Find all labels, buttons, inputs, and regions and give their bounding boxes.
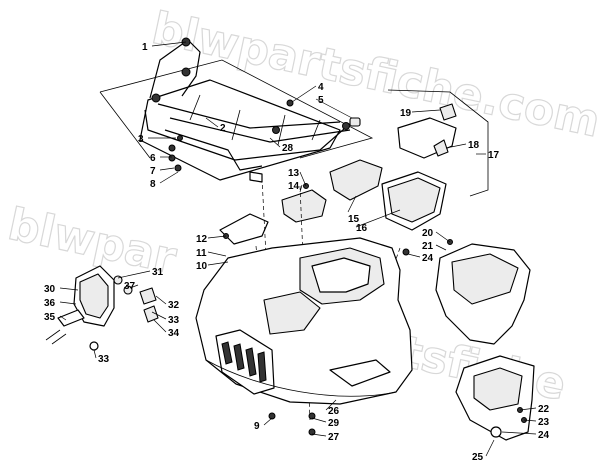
front-rack — [99, 37, 374, 183]
callout-32: 32 — [168, 300, 180, 311]
callout-28: 27 — [328, 432, 340, 443]
callout-36: 36 — [44, 298, 56, 309]
callout-14: 14 — [288, 181, 300, 192]
callout-37: 37 — [124, 281, 136, 292]
reflector-plate — [219, 213, 269, 245]
lower-right-cover — [455, 355, 535, 441]
callout-7: 7 — [150, 166, 156, 177]
callout-17: 17 — [488, 150, 500, 161]
callout-19: 19 — [400, 108, 412, 119]
callout-23: 23 — [538, 417, 550, 428]
callout-2: 2 — [220, 123, 226, 134]
callout-10: 10 — [196, 261, 208, 272]
callout-30: 30 — [44, 284, 56, 295]
callout-35: 35 — [44, 312, 56, 323]
callout-4: 4 — [318, 82, 324, 93]
front-body-panel — [195, 237, 413, 405]
leader-lines — [59, 41, 537, 457]
callout-5: 5 — [318, 95, 324, 106]
callout-12: 12 — [196, 234, 208, 245]
callout-27: 29 — [328, 418, 340, 429]
callout-18: 18 — [468, 140, 480, 151]
callout-8: 8 — [150, 179, 156, 190]
callout-26: 28 — [282, 143, 294, 154]
callout-33-upper: 33 — [168, 315, 180, 326]
headlight-assembly — [45, 265, 159, 351]
callout-labels: 1 2 3 6 7 8 4 5 28 13 14 15 16 19 18 17 … — [44, 42, 550, 463]
storage-box-assembly — [329, 89, 489, 231]
callout-24-lower: 24 — [538, 430, 550, 441]
callout-9: 9 — [254, 421, 260, 432]
callout-20: 20 — [422, 228, 434, 239]
callout-24-upper: 24 — [422, 253, 434, 264]
callout-1: 1 — [142, 42, 148, 53]
callout-29: 26 — [328, 406, 340, 417]
callout-33-lower: 33 — [98, 354, 110, 365]
right-side-panel — [402, 243, 531, 345]
callout-34: 34 — [168, 328, 180, 339]
callout-21: 21 — [422, 241, 434, 252]
callout-13: 13 — [288, 168, 300, 179]
callout-16: 16 — [356, 223, 368, 234]
callout-25: 25 — [472, 452, 484, 463]
callout-6: 6 — [150, 153, 156, 164]
callout-22: 22 — [538, 404, 550, 415]
latch-plate — [281, 189, 327, 223]
callout-11: 11 — [196, 248, 207, 259]
callout-3: 3 — [138, 134, 144, 145]
callout-15: 15 — [348, 214, 360, 225]
callout-31: 31 — [152, 267, 164, 278]
